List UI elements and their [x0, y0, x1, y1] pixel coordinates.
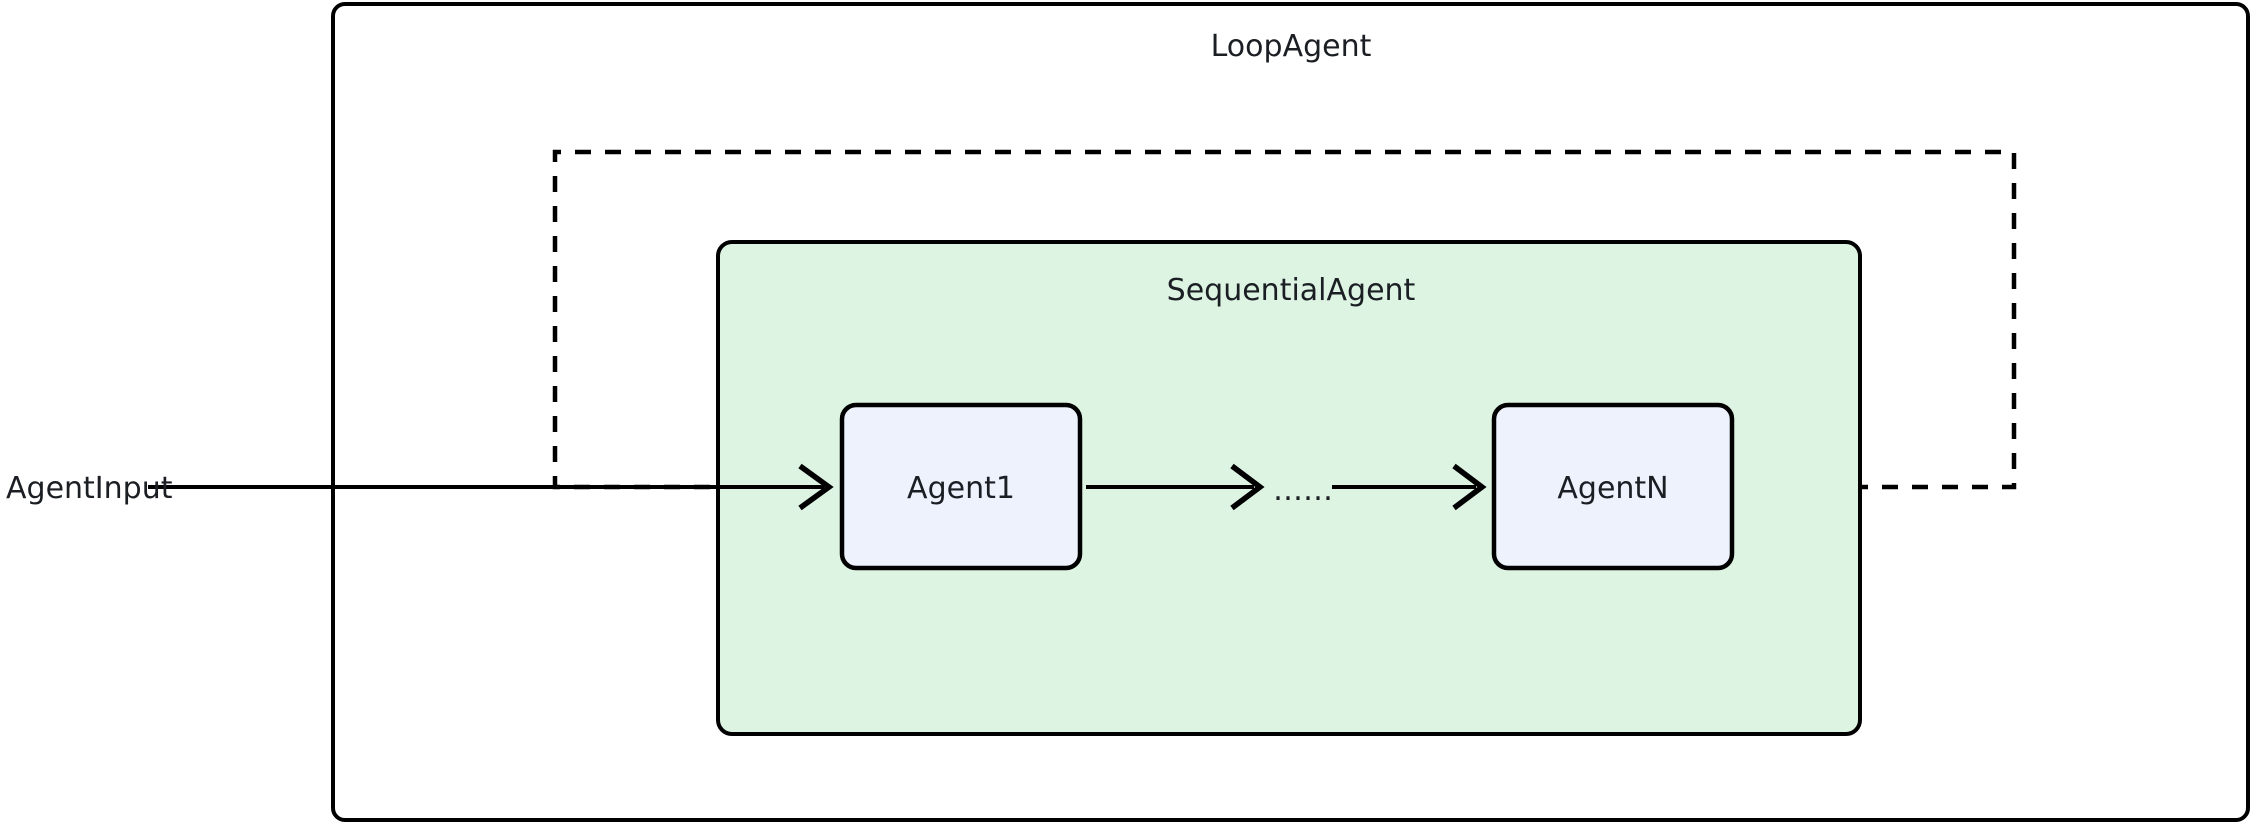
agentN-box[interactable] [1491, 402, 1735, 571]
agent1-box[interactable] [839, 402, 1083, 571]
agent1-label: Agent1 [907, 471, 1015, 506]
edge-ellipsis-to-agentN[interactable] [1332, 463, 1487, 511]
edge-input-to-agent1[interactable] [148, 463, 834, 511]
loop-agent-label: LoopAgent [1211, 29, 1372, 64]
input-edge-arrowhead [798, 463, 834, 511]
agent-input-label: AgentInput [6, 471, 173, 506]
agent1-ellipsis-arrowhead [1230, 463, 1265, 511]
sequential-agent-container[interactable]: SequentialAgent [716, 240, 1862, 736]
ellipsis-agentN-arrowhead [1452, 463, 1487, 511]
node-agent1[interactable]: Agent1 [839, 402, 1083, 571]
node-ellipsis: …… [1273, 473, 1333, 508]
node-agentN[interactable]: AgentN [1491, 402, 1735, 571]
agentN-label: AgentN [1557, 471, 1668, 506]
sequential-agent-label: SequentialAgent [1167, 273, 1416, 308]
edge-agent1-to-ellipsis[interactable] [1086, 463, 1265, 511]
